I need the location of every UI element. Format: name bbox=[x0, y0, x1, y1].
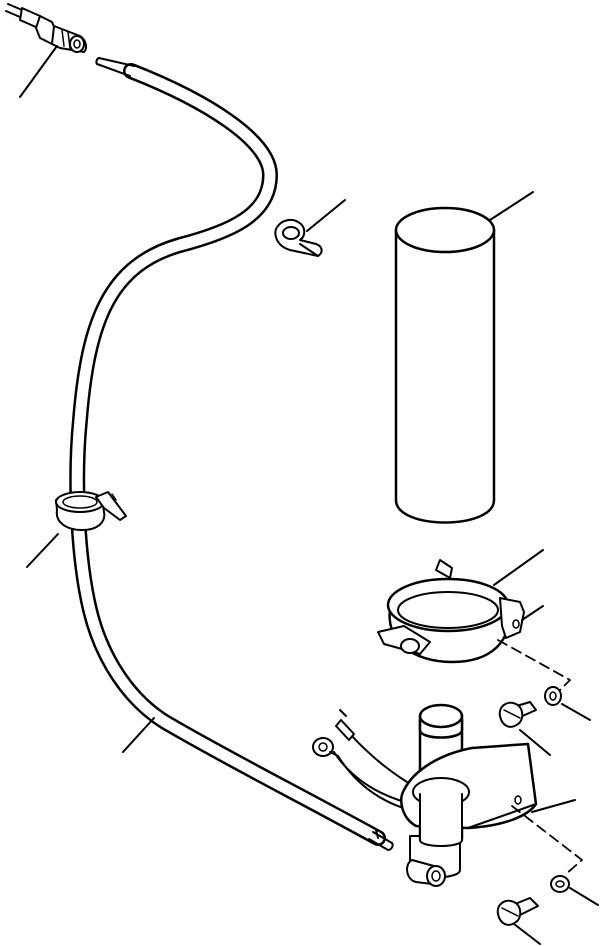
leader-line bbox=[306, 199, 346, 232]
tank-bracket bbox=[377, 559, 525, 664]
leader-line bbox=[19, 45, 58, 98]
washer-tank bbox=[394, 206, 496, 524]
hose-clamp bbox=[55, 491, 127, 531]
leader-line bbox=[521, 605, 544, 621]
leader-line bbox=[531, 799, 576, 813]
bolt bbox=[498, 701, 537, 728]
leader-lines bbox=[19, 45, 599, 945]
washer-hose bbox=[69, 57, 394, 851]
assembly-centerlines bbox=[497, 639, 583, 875]
p-clip bbox=[274, 218, 323, 257]
leader-line bbox=[122, 717, 155, 753]
pump-bracket bbox=[400, 742, 538, 847]
leader-line bbox=[513, 923, 541, 945]
washer bbox=[544, 686, 562, 706]
washer bbox=[550, 875, 570, 893]
hose-end-fitting bbox=[5, 3, 88, 53]
leader-line bbox=[26, 533, 59, 568]
leader-line bbox=[493, 549, 544, 586]
leader-line bbox=[489, 191, 534, 221]
leader-line bbox=[569, 887, 599, 906]
leader-line bbox=[519, 729, 551, 756]
bolt bbox=[496, 897, 539, 926]
leader-line bbox=[561, 703, 591, 721]
